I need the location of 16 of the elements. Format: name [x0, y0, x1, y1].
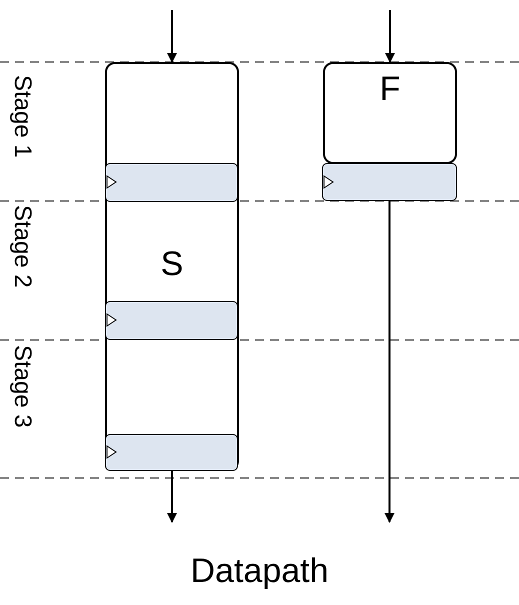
arrow — [167, 10, 177, 63]
stage-label: Stage 1 — [8, 75, 36, 158]
register-bar — [105, 163, 238, 202]
stage-label: Stage 3 — [8, 345, 36, 428]
caption: Datapath — [190, 552, 330, 591]
stage-label: Stage 2 — [8, 205, 36, 288]
arrow — [167, 471, 177, 523]
node-label: F — [378, 69, 402, 109]
register-bar — [105, 301, 238, 340]
stage-box — [105, 62, 239, 471]
register-bar — [322, 163, 457, 201]
stage-box — [323, 62, 457, 164]
arrow — [385, 10, 395, 63]
node-label: S — [160, 244, 184, 284]
register-bar — [105, 434, 238, 471]
arrow — [384, 201, 394, 523]
